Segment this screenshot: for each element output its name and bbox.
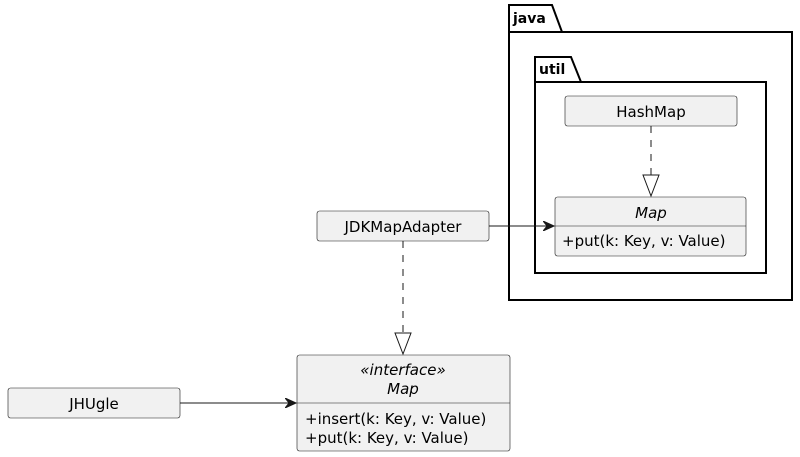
class-jhugle-name: JHUgle [68,395,119,413]
class-hashmap-name: HashMap [616,103,685,121]
interface-map-stereotype: «interface» [360,361,445,379]
class-jdk-map-adapter-name: JDKMapAdapter [344,218,463,236]
edge-adapter-realizes-interface-map [394,241,412,356]
interface-map-member-put: +put(k: Key, v: Value) [305,429,469,447]
class-jdk-map-adapter[interactable]: JDKMapAdapter [316,210,490,242]
class-util-map-name: Map [635,204,667,222]
edge-hashmap-realizes-util-map [642,126,660,198]
interface-map-name: Map [387,380,419,398]
package-java-label: java [512,11,546,27]
class-util-map[interactable]: Map +put(k: Key, v: Value) [554,196,747,257]
package-util-label: util [539,62,565,78]
interface-map[interactable]: «interface» Map +insert(k: Key, v: Value… [296,354,511,452]
class-util-map-member: +put(k: Key, v: Value) [562,232,726,250]
package-util[interactable]: util [534,56,767,274]
package-java[interactable]: java [508,4,793,301]
interface-map-member-insert: +insert(k: Key, v: Value) [305,410,486,428]
class-hashmap[interactable]: HashMap [564,95,738,127]
class-jhugle[interactable]: JHUgle [7,387,181,419]
